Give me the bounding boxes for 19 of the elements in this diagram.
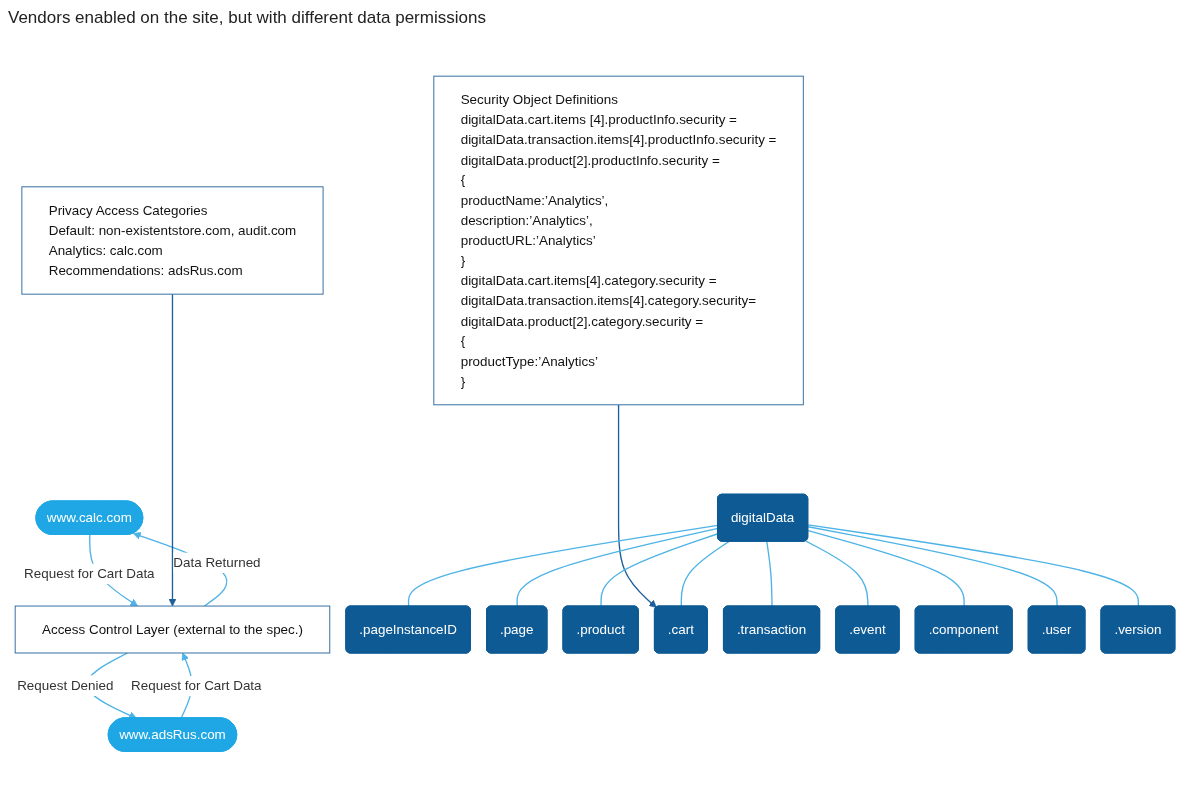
arrow — [168, 293, 177, 607]
edge-label: Data Returned — [173, 554, 261, 570]
connector — [807, 529, 965, 607]
connector — [516, 527, 719, 607]
node-box: Security Object Definitions digitalData.cart.items [4].productInfo.security = digitalData.transaction.items[4].productInfo.security = digitalData.product[2].productInfo.security = { productName:’Analytics’, description:’Analytics’, productURL:’Analytics’ } digitalData.cart.items[4].category.security = digitalData.transaction.items[4].category.security= digitalData.product[2].category.security = { productType:’Analytics’ } — [433, 75, 804, 405]
edge-label: Request for Cart Data — [131, 677, 262, 693]
node-box: Privacy Access Categories Default: non-existentstore.com, audit.com Analytics: calc.com Recommendations: adsRus.com — [21, 186, 324, 295]
connector — [407, 524, 719, 607]
connector — [766, 540, 773, 607]
edge-label: Request for Cart Data — [24, 565, 155, 581]
note-text: Vendors enabled on the site, but with different data permissions — [8, 8, 486, 28]
connector — [600, 532, 719, 607]
node-box: Access Control Layer (external to the spec.) — [14, 605, 331, 654]
arrow — [617, 403, 657, 608]
edge-label: Request Denied — [17, 676, 114, 693]
connector — [807, 525, 1058, 607]
connector — [807, 523, 1140, 607]
connector — [680, 540, 730, 607]
connector — [805, 540, 869, 607]
